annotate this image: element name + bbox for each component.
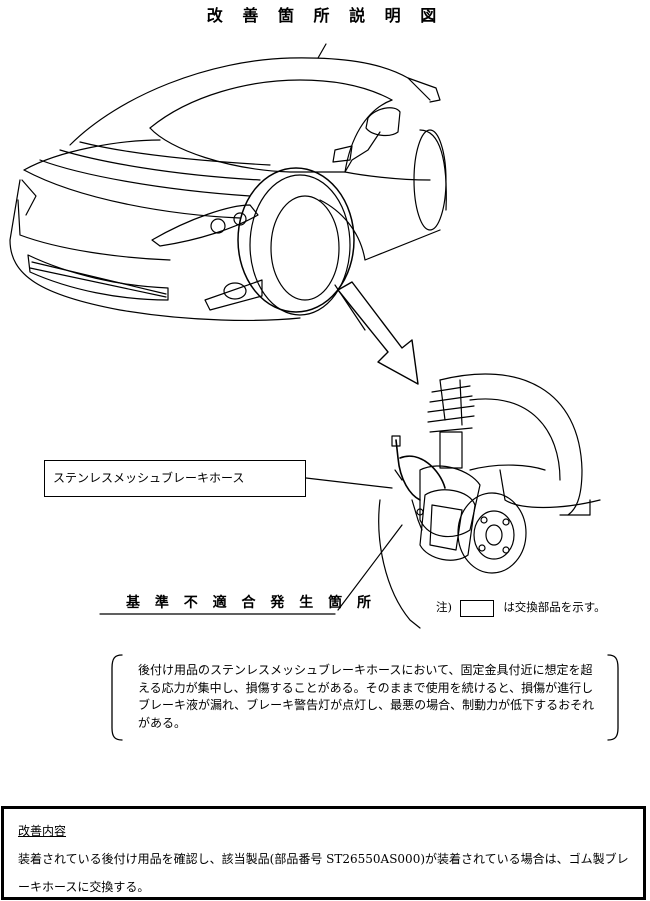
hose-callout-label: ステンレスメッシュブレーキホース bbox=[44, 460, 306, 497]
pointer-arrow bbox=[337, 281, 419, 385]
note-prefix: 注) bbox=[436, 600, 452, 614]
defect-description: 後付け用品のステンレスメッシュブレーキホースにおいて、固定金具付近に想定を超える… bbox=[138, 663, 595, 730]
improvement-text: 装着されている後付け用品を確認し、該当製品(部品番号 ST26550AS000)… bbox=[18, 852, 629, 894]
improvement-box: 改善内容 装着されている後付け用品を確認し、該当製品(部品番号 ST26550A… bbox=[1, 806, 646, 900]
improvement-heading: 改善内容 bbox=[18, 824, 67, 838]
car-illustration bbox=[9, 43, 447, 321]
defect-leader bbox=[337, 524, 403, 611]
replacement-note: 注) は交換部品を示す。 bbox=[436, 599, 606, 617]
callout-leader bbox=[305, 477, 393, 489]
brake-detail-drawing bbox=[378, 373, 601, 629]
note-suffix: は交換部品を示す。 bbox=[503, 600, 606, 614]
page-title: 改 善 箇 所 説 明 図 bbox=[206, 6, 444, 25]
legend-box bbox=[459, 599, 494, 617]
defect-location-label: 基 準 不 適 合 発 生 箇 所 bbox=[126, 595, 376, 611]
